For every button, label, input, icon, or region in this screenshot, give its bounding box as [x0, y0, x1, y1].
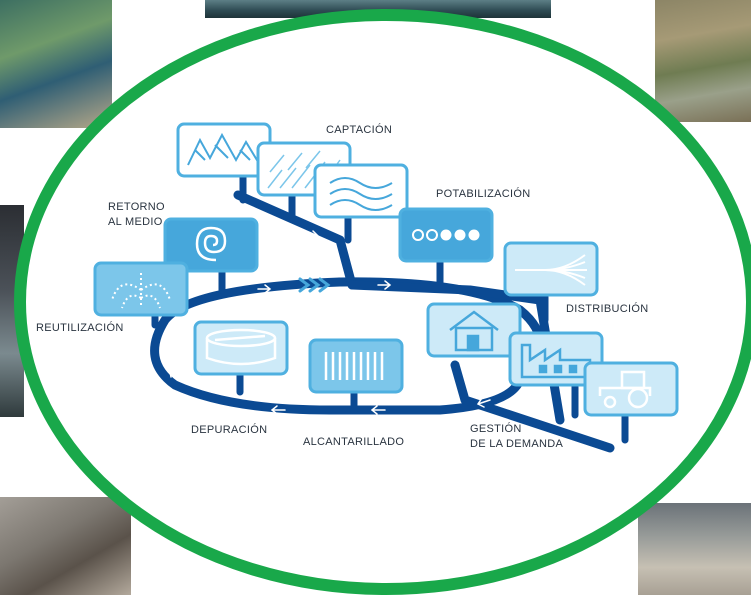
sewer-grate-icon: [324, 352, 384, 380]
green-ring: [14, 9, 751, 595]
photo-trench: [0, 497, 131, 595]
panel-captacion-mountains: [176, 122, 272, 178]
house-icon: [449, 310, 499, 352]
fountain-icon: [111, 272, 171, 309]
label-potabilizacion: POTABILIZACIÓN: [436, 188, 531, 200]
label-distribucion: DISTRIBUCIÓN: [566, 303, 649, 315]
panel-retorno: [163, 217, 259, 273]
photo-aerial-plant: [655, 0, 751, 122]
chevron-arrows: [298, 277, 331, 293]
photo-pipe: [638, 503, 751, 595]
mountains-icon: [187, 132, 261, 166]
panel-depuracion: [193, 320, 289, 376]
settling-tank-icon: [205, 328, 277, 366]
label-retorno-2: AL MEDIO: [108, 216, 163, 228]
spiral-icon: [195, 226, 227, 262]
label-reutilizacion: REUTILIZACIÓN: [36, 322, 124, 334]
photo-treatment-pool: [0, 0, 112, 128]
dots-icon: [412, 229, 480, 241]
label-gestion-1: GESTIÓN: [470, 423, 522, 435]
label-gestion-2: DE LA DEMANDA: [470, 438, 564, 450]
label-captacion: CAPTACIÓN: [326, 124, 393, 136]
waves-icon: [329, 177, 393, 211]
panel-potabilizacion: [398, 207, 494, 263]
photo-river: [205, 0, 551, 18]
panel-distribucion: [503, 241, 599, 297]
panel-factory: [508, 331, 604, 387]
panel-house: [426, 302, 522, 358]
panel-captacion-waves: [313, 163, 409, 219]
label-depuracion: DEPURACIÓN: [191, 424, 268, 436]
label-retorno-1: RETORNO: [108, 201, 165, 213]
panel-reutilizacion: [93, 261, 189, 317]
distribution-icon: [515, 254, 587, 286]
label-alcantarillado: ALCANTARILLADO: [303, 436, 405, 448]
panel-tractor: [583, 361, 679, 417]
panel-alcantarillado: [308, 338, 404, 394]
flow-arrows: [169, 230, 491, 415]
tractor-icon: [598, 370, 652, 409]
